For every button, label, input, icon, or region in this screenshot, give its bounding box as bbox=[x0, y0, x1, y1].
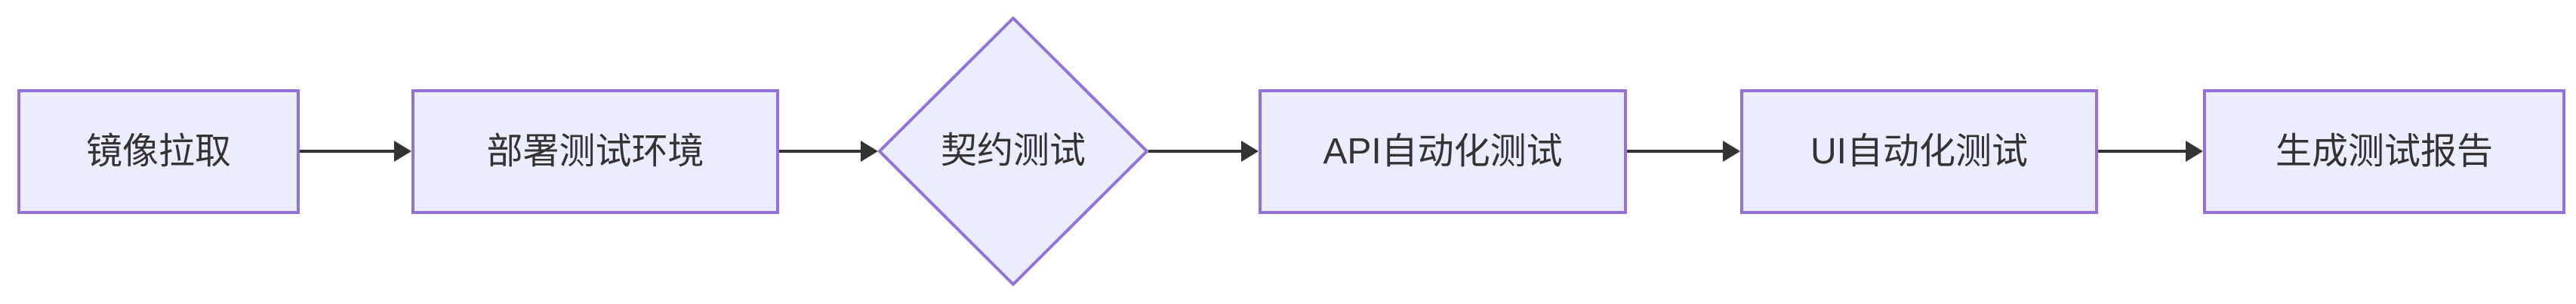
edge-line bbox=[300, 150, 394, 153]
edge-image-pull-to-deploy bbox=[300, 141, 411, 162]
flow-node-generate-test-report: 生成测试报告 bbox=[2203, 89, 2565, 214]
edge-line bbox=[779, 150, 861, 153]
node-label: UI自动化测试 bbox=[1810, 131, 2028, 172]
node-label: 契约测试 bbox=[940, 131, 1086, 172]
arrowhead-icon bbox=[394, 141, 411, 162]
arrowhead-icon bbox=[1723, 141, 1740, 162]
edge-api-test-to-ui-test bbox=[1627, 141, 1740, 162]
node-label: 生成测试报告 bbox=[2275, 131, 2493, 172]
edge-deploy-to-contract-test bbox=[779, 141, 878, 162]
edge-line bbox=[2098, 150, 2186, 153]
node-label: API自动化测试 bbox=[1323, 131, 1563, 172]
edge-line bbox=[1148, 150, 1241, 153]
arrowhead-icon bbox=[861, 141, 878, 162]
flow-node-ui-automation-test: UI自动化测试 bbox=[1740, 89, 2098, 214]
diamond-shape bbox=[878, 17, 1148, 286]
edge-ui-test-to-report bbox=[2098, 141, 2203, 162]
flow-node-api-automation-test: API自动化测试 bbox=[1259, 89, 1627, 214]
flow-node-contract-test: 契约测试 bbox=[878, 17, 1148, 286]
arrowhead-icon bbox=[2186, 141, 2203, 162]
node-label: 镜像拉取 bbox=[85, 131, 231, 172]
flow-node-image-pull: 镜像拉取 bbox=[17, 89, 300, 214]
node-label: 部署测试环境 bbox=[486, 131, 704, 172]
edge-line bbox=[1627, 150, 1723, 153]
arrowhead-icon bbox=[1241, 141, 1259, 162]
edge-contract-test-to-api-test bbox=[1148, 141, 1259, 162]
flow-node-deploy-test-env: 部署测试环境 bbox=[411, 89, 779, 214]
